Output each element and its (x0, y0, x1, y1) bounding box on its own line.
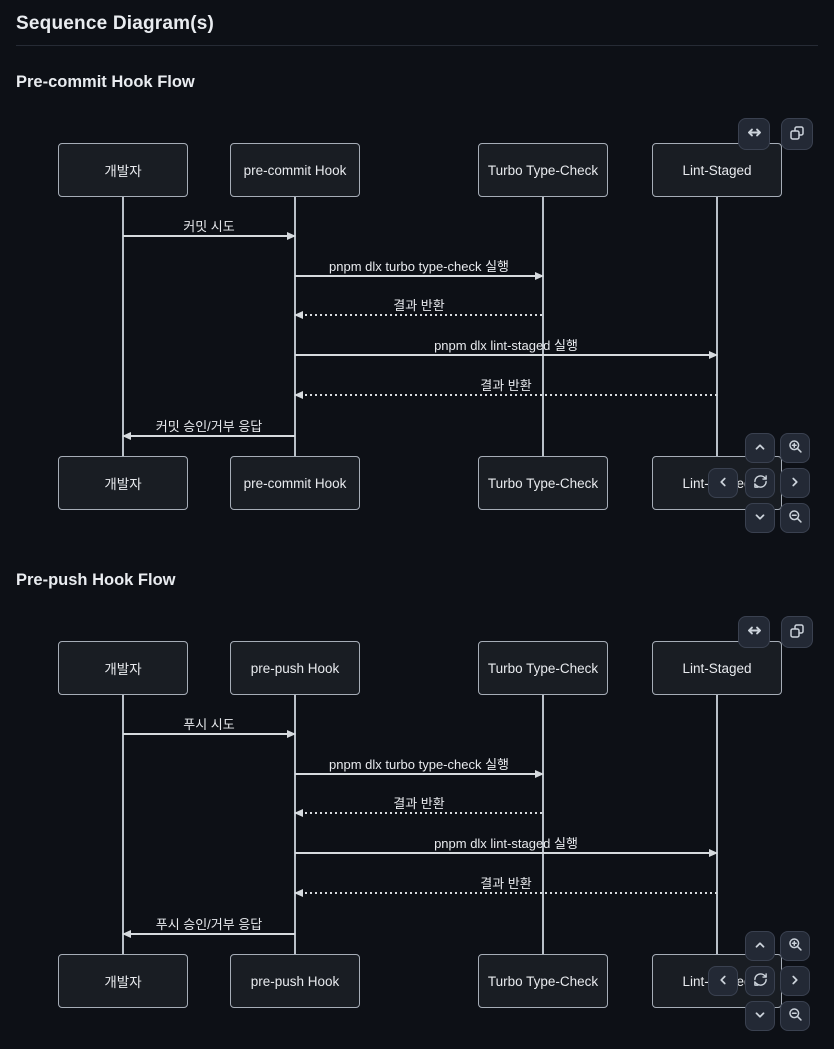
arrows-left-right-icon (746, 622, 763, 642)
arrows-left-right-icon (746, 124, 763, 144)
message-label: 푸시 시도 (183, 717, 235, 732)
actor-box: pre-commit Hook (230, 456, 360, 510)
fit-width-button[interactable] (738, 616, 770, 648)
message-line (294, 888, 717, 897)
copy-icon (789, 125, 805, 144)
flow-heading-pre-commit: Pre-commit Hook Flow (16, 73, 195, 91)
refresh-icon (753, 474, 768, 492)
message-label: 결과 반환 (393, 298, 445, 313)
message-line (122, 431, 295, 440)
pan-up-button[interactable] (745, 433, 775, 463)
actor-box: pre-commit Hook (230, 143, 360, 197)
chevron-up-icon (753, 440, 767, 457)
message-label: pnpm dlx lint-staged 실행 (434, 338, 578, 353)
lifeline (716, 693, 718, 956)
copy-diagram-button[interactable] (781, 616, 813, 648)
chevron-up-icon (753, 938, 767, 955)
chevron-down-icon (753, 1008, 767, 1025)
copy-diagram-button[interactable] (781, 118, 813, 150)
fit-width-button[interactable] (738, 118, 770, 150)
message-line (123, 231, 296, 240)
actor-box: Turbo Type-Check (478, 641, 608, 695)
zoom-in-icon (788, 439, 803, 457)
actor-box: 개발자 (58, 143, 188, 197)
actor-box: pre-push Hook (230, 641, 360, 695)
message-line (122, 929, 295, 938)
lifeline (122, 195, 124, 458)
zoom-out-button[interactable] (780, 1001, 810, 1031)
actor-box: Lint-Staged (652, 641, 782, 695)
actor-box: Lint-Staged (652, 143, 782, 197)
lifeline (542, 195, 544, 458)
message-label: 결과 반환 (393, 796, 445, 811)
pan-left-button[interactable] (708, 468, 738, 498)
message-line (295, 350, 718, 359)
pan-up-button[interactable] (745, 931, 775, 961)
pan-down-button[interactable] (745, 503, 775, 533)
chevron-down-icon (753, 510, 767, 527)
chevron-right-icon (788, 973, 802, 990)
zoom-in-icon (788, 937, 803, 955)
message-line (294, 808, 543, 817)
actor-box: 개발자 (58, 456, 188, 510)
message-line (295, 769, 544, 778)
lifeline (122, 693, 124, 956)
zoom-in-button[interactable] (780, 931, 810, 961)
zoom-out-icon (788, 1007, 803, 1025)
message-line (295, 271, 544, 280)
message-label: pnpm dlx lint-staged 실행 (434, 836, 578, 851)
message-label: 푸시 승인/거부 응답 (155, 917, 263, 932)
actor-box: Turbo Type-Check (478, 143, 608, 197)
actor-box: pre-push Hook (230, 954, 360, 1008)
page-title: Sequence Diagram(s) (16, 13, 818, 46)
copy-icon (789, 623, 805, 642)
chevron-left-icon (716, 475, 730, 492)
flow-heading-pre-push: Pre-push Hook Flow (16, 571, 176, 589)
message-line (295, 848, 718, 857)
message-label: 커밋 시도 (183, 219, 235, 234)
actor-box: Turbo Type-Check (478, 456, 608, 510)
lifeline (542, 693, 544, 956)
reset-view-button[interactable] (745, 468, 775, 498)
pan-left-button[interactable] (708, 966, 738, 996)
actor-box: 개발자 (58, 641, 188, 695)
zoom-in-button[interactable] (780, 433, 810, 463)
pan-right-button[interactable] (780, 468, 810, 498)
chevron-left-icon (716, 973, 730, 990)
message-label: 결과 반환 (480, 378, 532, 393)
message-label: pnpm dlx turbo type-check 실행 (329, 259, 509, 274)
actor-box: 개발자 (58, 954, 188, 1008)
message-label: 결과 반환 (480, 876, 532, 891)
message-line (294, 390, 717, 399)
zoom-out-icon (788, 509, 803, 527)
lifeline (294, 693, 296, 956)
reset-view-button[interactable] (745, 966, 775, 996)
pan-right-button[interactable] (780, 966, 810, 996)
zoom-out-button[interactable] (780, 503, 810, 533)
pan-down-button[interactable] (745, 1001, 775, 1031)
actor-box: Turbo Type-Check (478, 954, 608, 1008)
lifeline (294, 195, 296, 458)
page: Sequence Diagram(s) Pre-commit Hook Flow… (16, 13, 818, 1031)
message-line (123, 729, 296, 738)
refresh-icon (753, 972, 768, 990)
lifeline (716, 195, 718, 458)
message-label: pnpm dlx turbo type-check 실행 (329, 757, 509, 772)
chevron-right-icon (788, 475, 802, 492)
message-line (294, 310, 543, 319)
message-label: 커밋 승인/거부 응답 (155, 419, 263, 434)
